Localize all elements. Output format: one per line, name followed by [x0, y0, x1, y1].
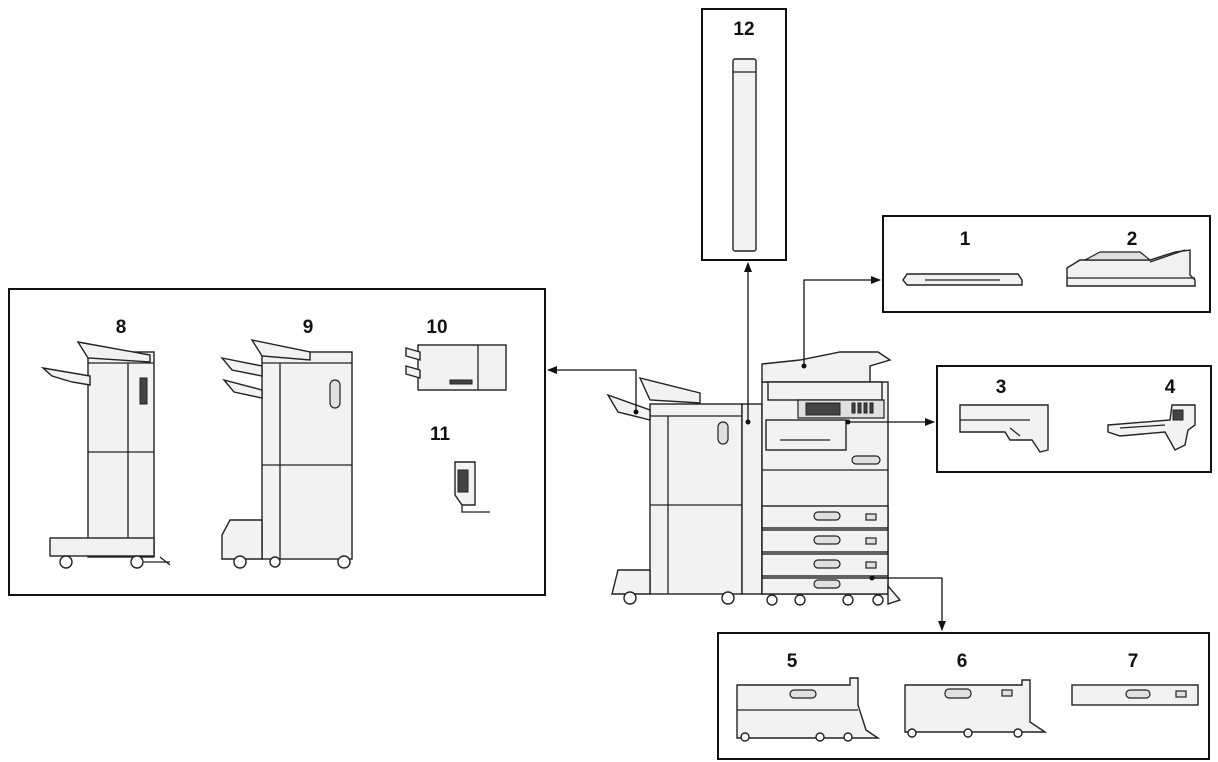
- frame-items-1-2: [882, 215, 1211, 313]
- arrow-to-1-2: [803, 276, 881, 366]
- item-5-device: [736, 677, 881, 742]
- label-3: 3: [996, 377, 1007, 398]
- label-11: 11: [430, 424, 451, 445]
- frame-items-3-4: [936, 365, 1212, 473]
- item-8-device: [40, 341, 171, 569]
- item-3-device: [959, 404, 1049, 453]
- frame-item-12: [701, 8, 787, 261]
- main-machine: [606, 351, 902, 606]
- item-7-device: [1071, 684, 1199, 706]
- item-4-device: [1107, 404, 1196, 451]
- item-2-device: [1066, 249, 1196, 287]
- label-12: 12: [733, 19, 754, 40]
- label-7: 7: [1128, 651, 1139, 672]
- arrow-to-8-11: [547, 366, 637, 412]
- frame-items-5-7: [717, 632, 1210, 760]
- label-8: 8: [116, 317, 127, 338]
- label-6: 6: [957, 651, 968, 672]
- label-4: 4: [1165, 377, 1176, 398]
- item-6-device: [904, 679, 1048, 738]
- label-5: 5: [787, 651, 798, 672]
- label-10: 10: [426, 317, 447, 338]
- label-1: 1: [960, 229, 971, 250]
- item-9-device: [220, 338, 353, 569]
- frame-items-8-11: [8, 288, 546, 596]
- arrow-to-5-7: [872, 577, 946, 631]
- label-9: 9: [303, 317, 314, 338]
- item-1-device: [902, 273, 1023, 286]
- item-12-device: [732, 58, 757, 252]
- item-10-device: [405, 344, 507, 391]
- label-2: 2: [1127, 229, 1138, 250]
- item-11-device: [454, 461, 490, 513]
